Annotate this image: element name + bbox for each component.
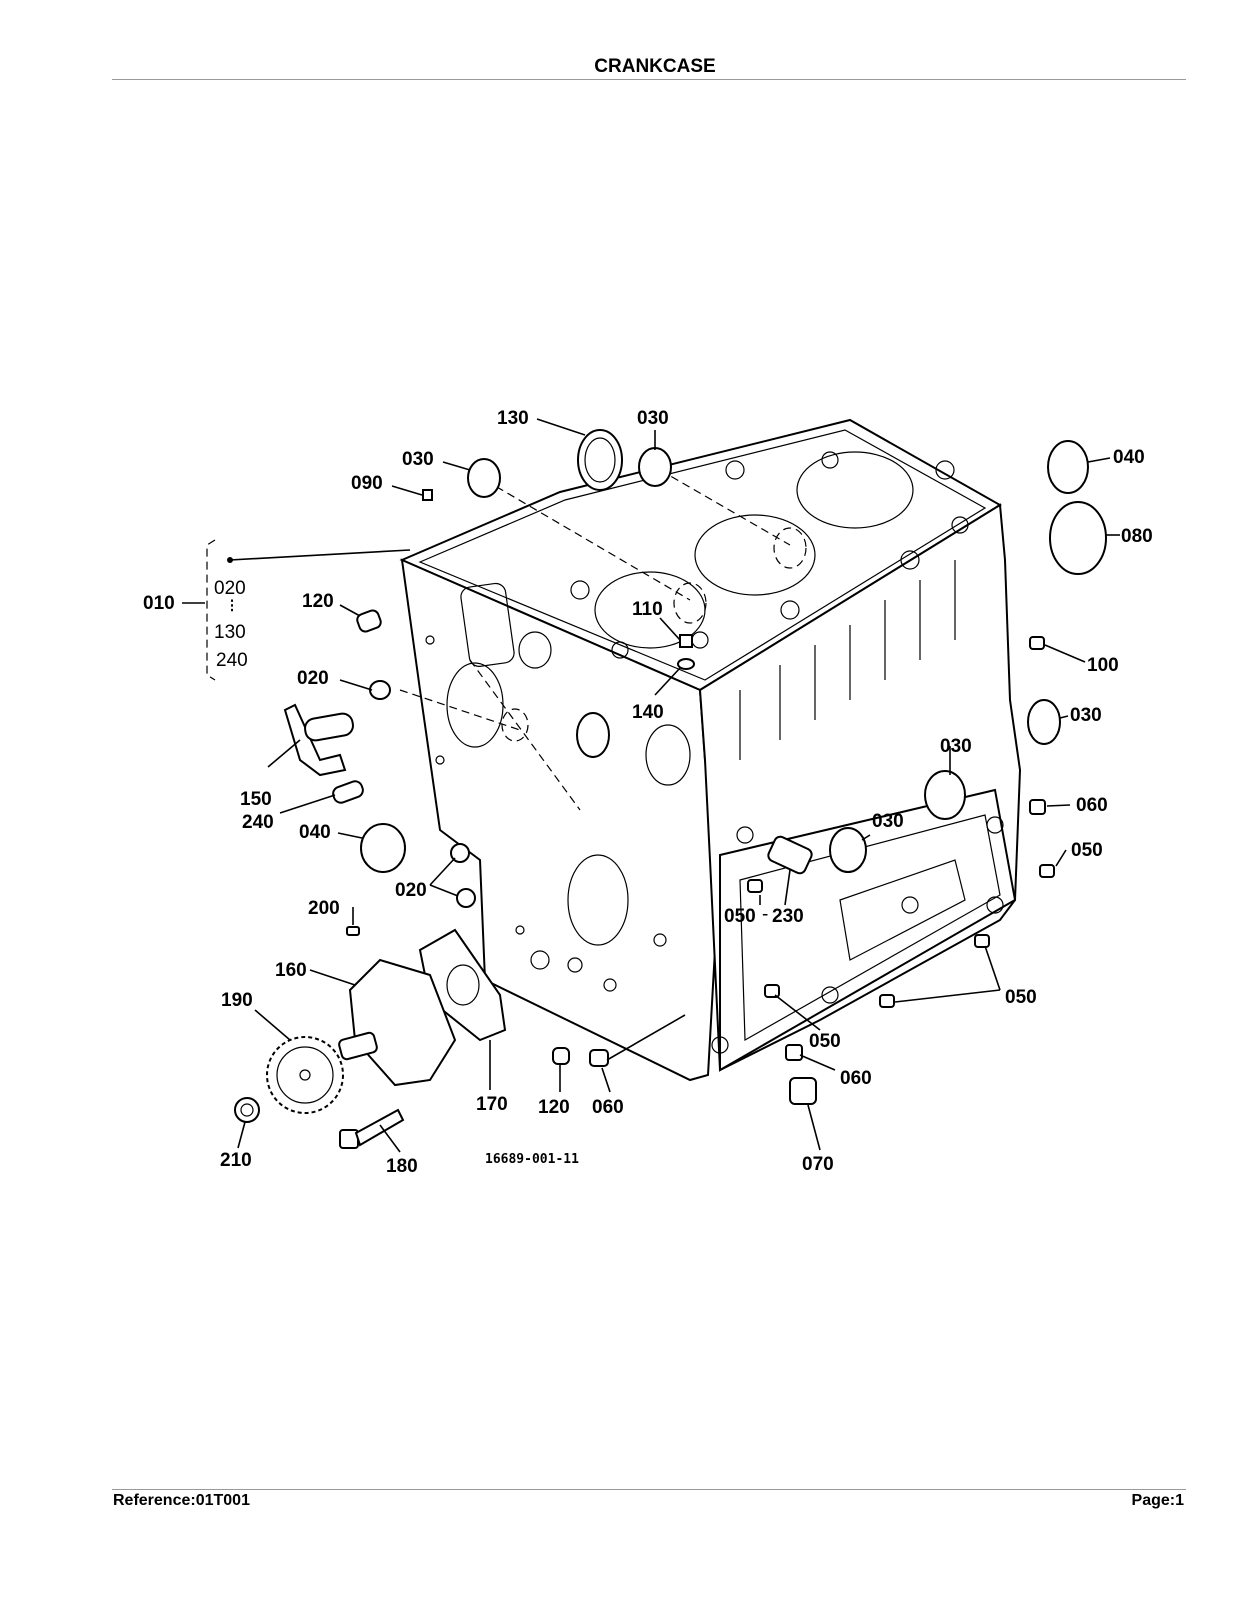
leader-lines (182, 418, 1120, 1153)
page-number: Page:1 (1131, 1492, 1184, 1509)
part-150 (283, 703, 347, 777)
callout-060: 060 (840, 1068, 872, 1089)
bracket-first: 020 (214, 578, 246, 599)
part-020-mid-a (450, 843, 470, 863)
callout-210: 210 (220, 1150, 252, 1171)
part-100 (1029, 636, 1045, 650)
part-210 (234, 1097, 260, 1123)
drawing-number: 16689-001-11 (485, 1152, 579, 1167)
part-050-r2a (974, 934, 990, 948)
part-070 (789, 1077, 817, 1105)
callout-080: 080 (1121, 526, 1153, 547)
callout-160: 160 (275, 960, 307, 981)
part-240 (332, 780, 364, 804)
part-030-left (467, 458, 501, 498)
callout-230: 230 (772, 906, 804, 927)
callout-060: 060 (1076, 795, 1108, 816)
callout-050: 050 (809, 1031, 841, 1052)
callout-050: 050 (1071, 840, 1103, 861)
page-title: CRANKCASE (594, 56, 716, 77)
callout-240: 240 (242, 812, 274, 833)
part-030-r3 (829, 827, 867, 873)
part-050-r1 (1039, 864, 1055, 878)
crankcase-block (399, 418, 1022, 1082)
dashed-reference-lines (399, 469, 807, 811)
callout-020: 020 (297, 668, 329, 689)
callout-050: 050 (1005, 987, 1037, 1008)
part-030-top (638, 447, 672, 487)
callout-030: 030 (940, 736, 972, 757)
reference-label: Reference:01T001 (113, 1492, 250, 1509)
callout-030: 030 (402, 449, 434, 470)
part-200 (346, 926, 360, 936)
part-020-left (369, 680, 391, 700)
part-030-r1 (1027, 699, 1061, 745)
callout-140: 140 (632, 702, 664, 723)
callout-010: 010 (143, 593, 175, 614)
callout-120: 120 (538, 1097, 570, 1118)
bracket-sep: ⁝ (229, 596, 235, 617)
callout-190: 190 (221, 990, 253, 1011)
callout-labels: 130 030 040 030 090 080 010 120 110 100 … (143, 408, 1153, 1177)
part-060-r (1029, 799, 1046, 815)
part-120-top (356, 609, 382, 633)
part-040-left (360, 823, 406, 873)
part-060-low (785, 1044, 803, 1061)
part-140 (677, 658, 695, 670)
part-230 (767, 835, 813, 875)
callout-170: 170 (476, 1094, 508, 1115)
callout-130: 130 (497, 408, 529, 429)
callout-060: 060 (592, 1097, 624, 1118)
callout-070: 070 (802, 1154, 834, 1175)
callout-040: 040 (299, 822, 331, 843)
callout-050: 050 (724, 906, 756, 927)
part-040-face (576, 712, 610, 758)
part-060-b (589, 1049, 609, 1067)
callout-120: 120 (302, 591, 334, 612)
bracket-mid: 130 (214, 622, 246, 643)
assembly-bracket-010: 020 ⁝ 130 240 (206, 539, 248, 681)
bracket-last: 240 (216, 650, 248, 671)
footer-rule (112, 1489, 1186, 1490)
part-050-mid (747, 879, 763, 893)
callout-030: 030 (872, 811, 904, 832)
callout-100: 100 (1087, 655, 1119, 676)
callout-150: 150 (240, 789, 272, 810)
part-050-low (764, 984, 780, 998)
callout-030: 030 (1070, 705, 1102, 726)
part-090 (422, 489, 433, 501)
loose-parts (234, 429, 1107, 1149)
callout-020: 020 (395, 880, 427, 901)
callout-030: 030 (637, 408, 669, 429)
callout-180: 180 (386, 1156, 418, 1177)
part-190 (266, 1036, 344, 1114)
part-050-r2b (879, 994, 895, 1008)
callout-040: 040 (1113, 447, 1145, 468)
callout-090: 090 (351, 473, 383, 494)
part-020-mid-b (456, 888, 476, 908)
part-040-tr (1047, 440, 1089, 494)
callout-dash: - (762, 904, 768, 925)
part-110 (679, 634, 693, 648)
part-030-r2 (924, 770, 966, 820)
callout-200: 200 (308, 898, 340, 919)
part-080 (1049, 501, 1107, 575)
part-120-low (552, 1047, 570, 1065)
callout-110: 110 (632, 599, 663, 620)
header-rule (112, 79, 1186, 80)
